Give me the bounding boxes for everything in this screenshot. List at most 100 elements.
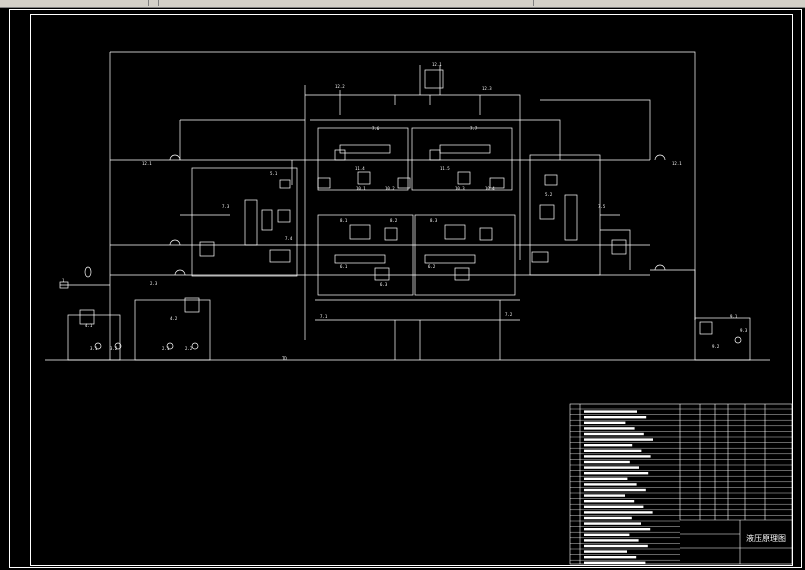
bom-row-text — [584, 410, 637, 413]
valve-square — [374, 267, 390, 281]
right-supply — [650, 269, 696, 320]
valve-block-2 — [411, 127, 513, 191]
left-valve — [279, 179, 291, 189]
drawing-border-outer — [9, 9, 802, 568]
valve-square — [489, 177, 505, 189]
label: 7.7 — [470, 126, 478, 131]
bom-row-text — [584, 533, 630, 536]
label: 10.3 — [455, 186, 465, 191]
schematic-lines — [45, 51, 770, 361]
title-block-title: 液压原理图 — [746, 533, 786, 543]
label: 2.3 — [150, 281, 158, 286]
valve-square — [349, 224, 371, 240]
left-valve-region — [191, 167, 298, 277]
label: 9.2 — [712, 344, 720, 349]
label: 3.2 — [110, 346, 118, 351]
bom-row-text — [584, 477, 628, 480]
bom-row-text — [584, 522, 641, 525]
label: 4.2 — [170, 316, 178, 321]
right-valve — [531, 251, 549, 263]
pump-symbol — [191, 342, 199, 350]
left-valve — [277, 209, 291, 223]
label: 8.2 — [390, 218, 398, 223]
label: 8.1 — [340, 218, 348, 223]
label: 2.2 — [185, 346, 193, 351]
label: 11.5 — [440, 166, 450, 171]
valve-square — [334, 149, 346, 161]
label: 12.1 — [142, 161, 152, 166]
left-spool — [244, 199, 258, 246]
label: TD — [282, 356, 287, 361]
label: 12.2 — [335, 84, 345, 89]
pump-symbol — [734, 336, 742, 344]
valve-block-1 — [317, 127, 409, 191]
label: 11.4 — [355, 166, 365, 171]
label: 6.1 — [340, 264, 348, 269]
bom-row-text — [584, 488, 646, 492]
valve-square — [479, 227, 493, 241]
pump-symbol — [166, 342, 174, 350]
left-valve — [269, 249, 291, 263]
valve-block-3 — [317, 214, 414, 296]
label: 7.2 — [505, 312, 513, 317]
upper-branch-right — [310, 119, 561, 160]
label: 7.4 — [285, 236, 293, 241]
valve-square — [357, 171, 371, 185]
label: 6.2 — [428, 264, 436, 269]
valve-spool — [439, 144, 491, 154]
bom-row-text — [584, 472, 649, 475]
toolbar-segment — [158, 0, 534, 6]
right-upper-line — [540, 99, 651, 160]
component-labels: 12.2 12.3 12.1 7.6 7.7 11.4 11.5 10.1 10… — [62, 62, 748, 361]
bom-row-text — [584, 432, 644, 436]
accumulator — [59, 281, 69, 289]
top-supply-line — [110, 51, 696, 320]
pump-symbol — [114, 342, 122, 350]
left-valve — [261, 209, 273, 231]
accumulator-symbol — [84, 266, 92, 278]
crossover — [654, 154, 666, 161]
valve-spool — [424, 254, 476, 264]
valve-spool — [339, 144, 391, 154]
label: 7.1 — [320, 314, 328, 319]
label: 5.2 — [545, 192, 553, 197]
bom-row-text — [584, 511, 653, 514]
label: 1 — [62, 278, 65, 283]
title-block-border — [569, 403, 793, 565]
label: 10.4 — [485, 186, 495, 191]
crossover — [169, 239, 181, 246]
pump-station-2 — [134, 299, 211, 361]
label: 9.1 — [730, 314, 738, 319]
crossover — [654, 264, 666, 271]
bom-row-text — [584, 460, 630, 464]
right-valve — [539, 204, 555, 220]
drawing-border-inner — [30, 14, 793, 566]
label: 10.1 — [356, 186, 366, 191]
pump-symbol — [94, 342, 102, 350]
pump-station-3 — [694, 317, 751, 361]
bom-row-text — [584, 455, 651, 458]
toolbar-segment — [148, 0, 159, 6]
valve-square — [444, 224, 466, 240]
viewer-toolbar — [0, 0, 805, 8]
label: 2.1 — [162, 346, 170, 351]
label: 5.1 — [270, 171, 278, 176]
bom-row-text — [584, 505, 644, 508]
right-branch — [600, 229, 631, 270]
bom-row-text — [584, 444, 633, 447]
bom-row-text — [584, 500, 635, 503]
label: 9.3 — [740, 328, 748, 333]
pump-valve — [699, 321, 713, 335]
crossover — [169, 154, 181, 161]
top-valve-symbol — [424, 69, 444, 89]
right-spool — [564, 194, 578, 241]
bom-row-text — [584, 421, 626, 424]
toolbar-segment — [0, 0, 149, 6]
label: 6.3 — [380, 282, 388, 287]
bom-row-text — [584, 544, 648, 548]
pump-valve — [184, 297, 200, 313]
crossover — [174, 269, 186, 276]
valve-square — [454, 267, 470, 281]
label: 12.3 — [482, 86, 492, 91]
